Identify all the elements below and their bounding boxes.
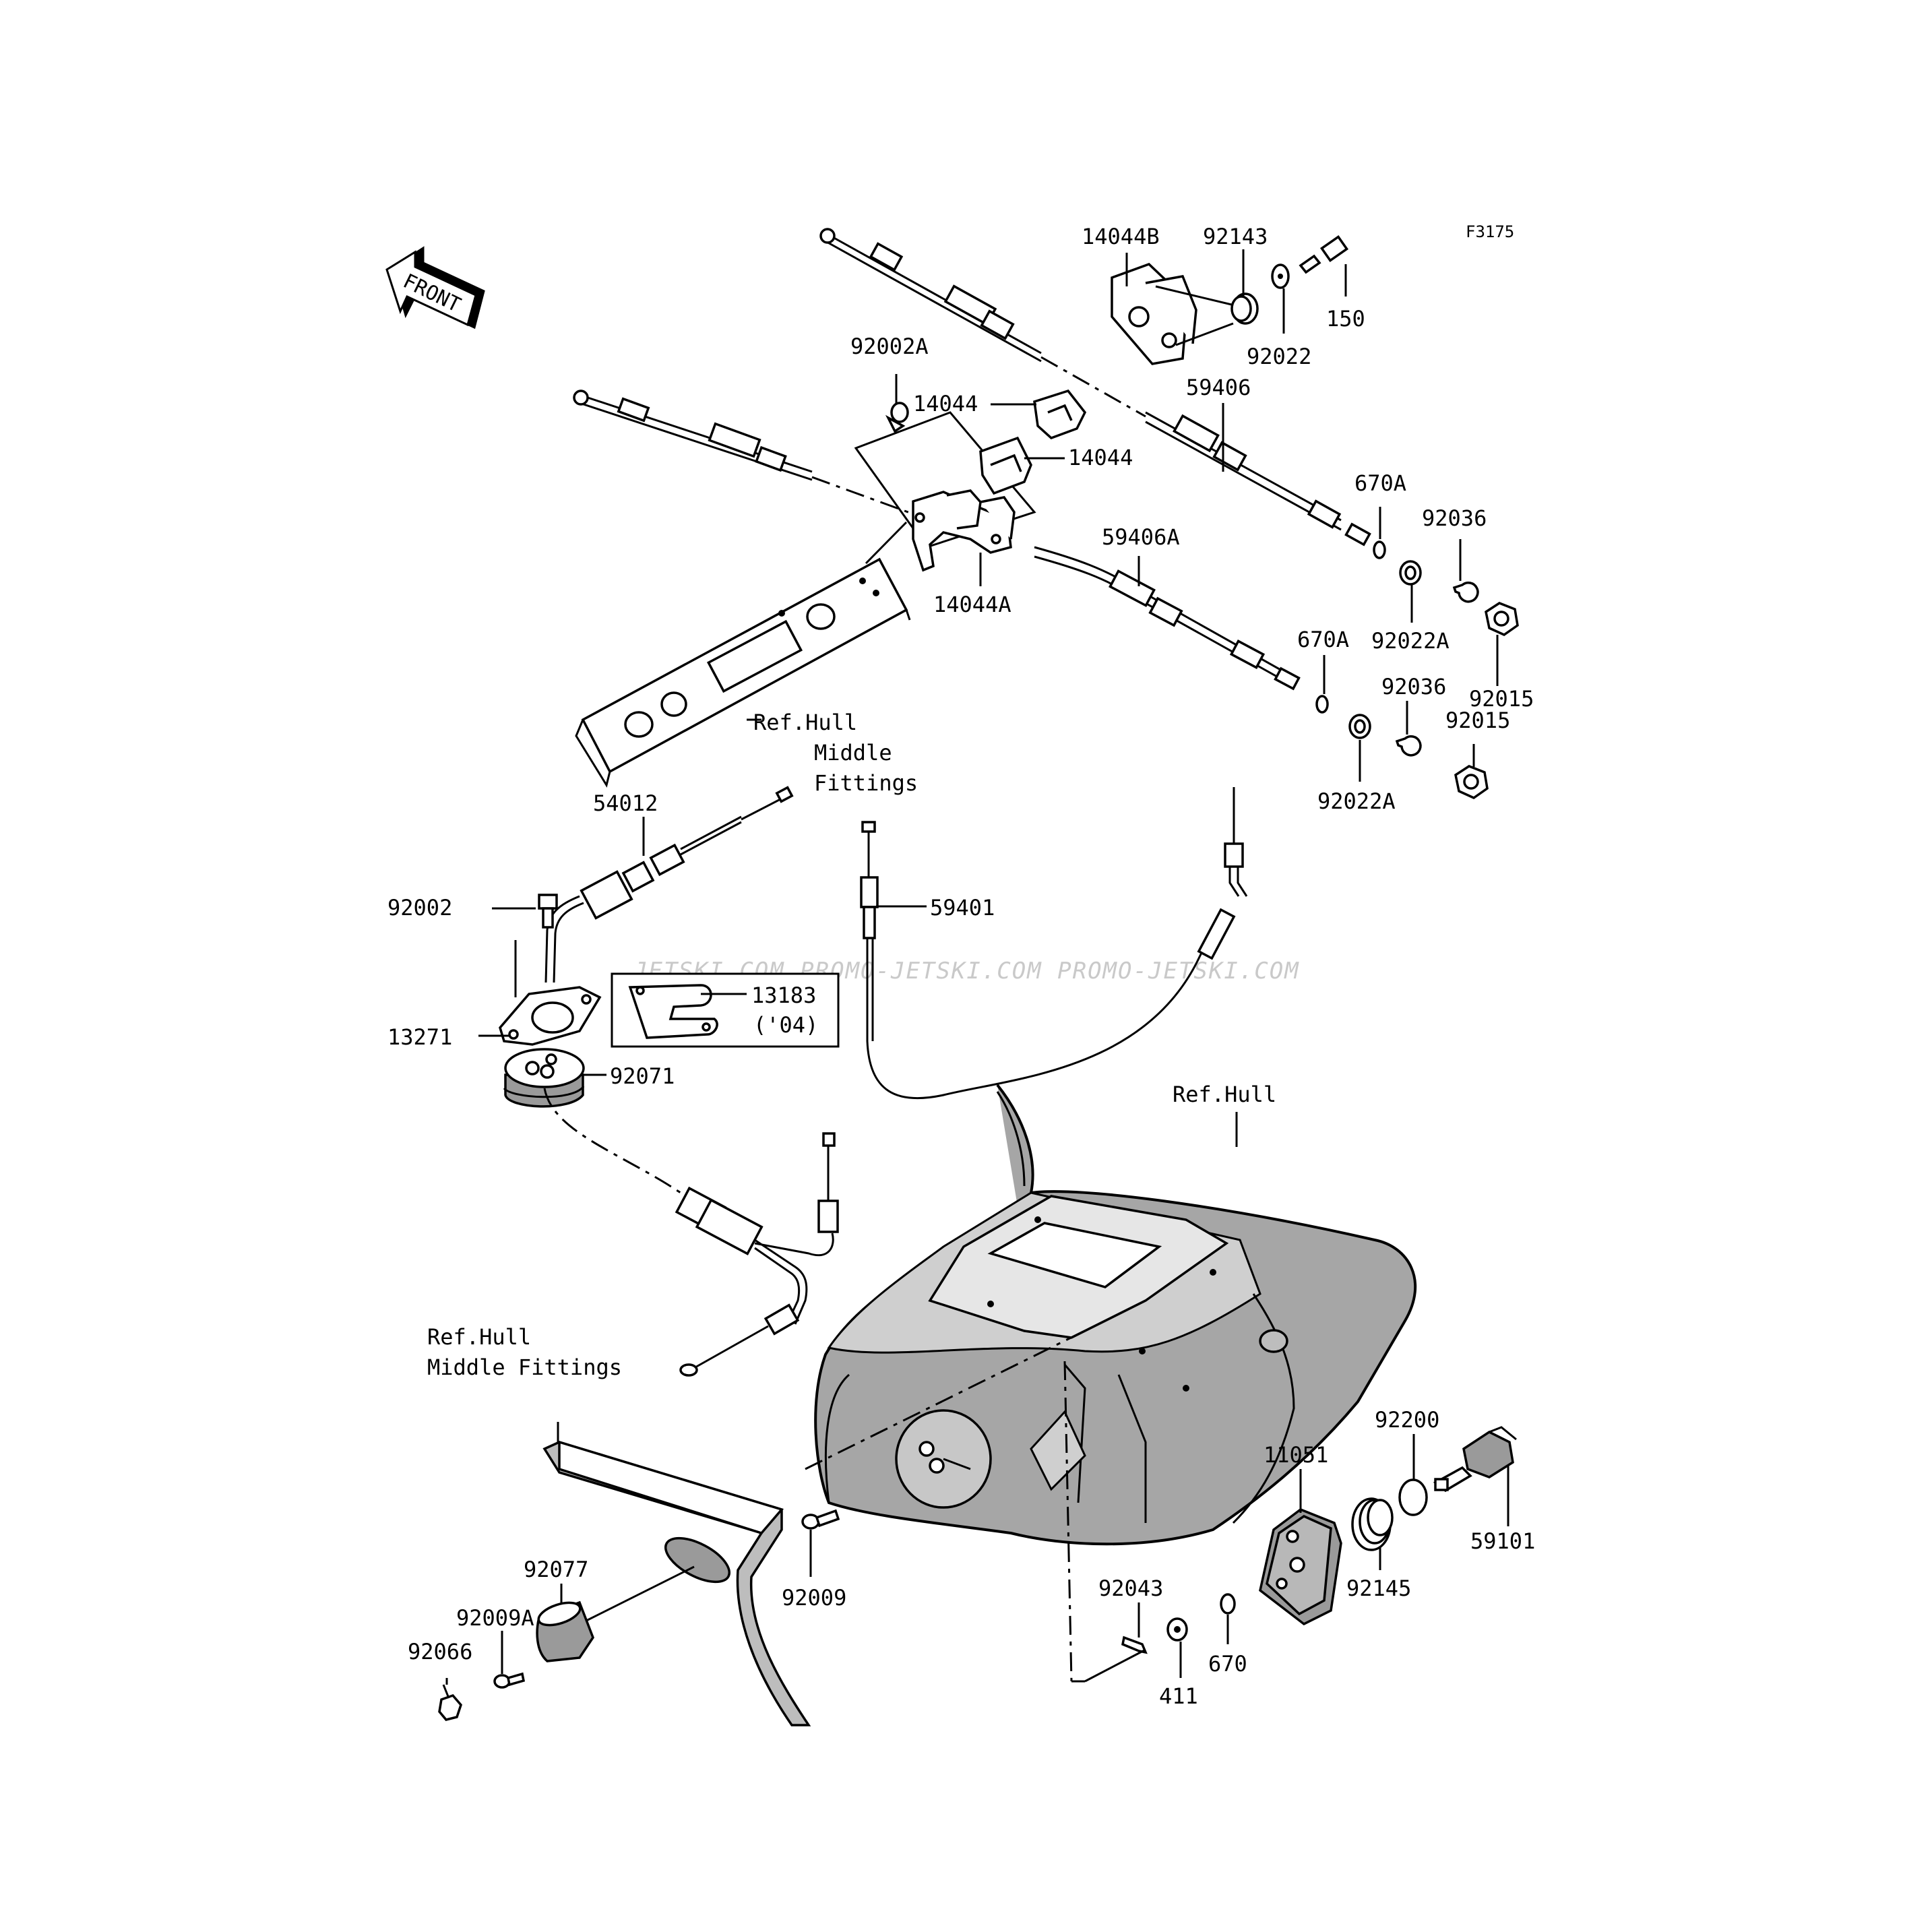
callout-92066: 92066 xyxy=(408,1639,472,1664)
callout-92143: 92143 xyxy=(1203,224,1268,249)
bolt-150 xyxy=(1299,235,1349,274)
washer-92022A-1 xyxy=(1399,560,1422,586)
callout-14044A: 14044A xyxy=(933,592,1011,617)
ref-hull: Ref.Hull xyxy=(1173,1082,1276,1107)
callout-14044B: 14044B xyxy=(1082,224,1160,249)
callout-92015-1: 92015 xyxy=(1469,686,1534,712)
hull-middle-fittings-panel-top xyxy=(575,521,911,788)
plate-13183-box xyxy=(611,972,840,1048)
callout-92077: 92077 xyxy=(524,1557,588,1582)
cover-11051 xyxy=(1259,1508,1342,1626)
cable-lower-choke xyxy=(675,1132,839,1377)
callout-92015-2: 92015 xyxy=(1445,708,1510,733)
plate-13271 xyxy=(499,986,602,1046)
callout-59406A: 59406A xyxy=(1102,524,1180,550)
callout-13183-year: ('04) xyxy=(753,1012,818,1038)
callout-92043: 92043 xyxy=(1098,1576,1163,1601)
o-ring-670A-1 xyxy=(1373,540,1386,559)
bracket-14044B xyxy=(1111,262,1241,365)
callout-13271: 13271 xyxy=(387,1024,452,1050)
collar-92143 xyxy=(1230,292,1259,325)
callout-59406: 59406 xyxy=(1186,375,1251,400)
cable-59401 xyxy=(860,787,1248,1100)
callout-54012: 54012 xyxy=(593,790,658,816)
screw-92009 xyxy=(801,1509,840,1530)
ref-hull-middle-fittings-top-line2: Middle xyxy=(814,740,892,766)
cable-59406A xyxy=(573,389,1301,691)
nut-92066 xyxy=(438,1684,462,1721)
nut-92015-2 xyxy=(1454,765,1489,800)
bolt-92002 xyxy=(538,894,558,929)
callout-411: 411 xyxy=(1159,1683,1198,1709)
clip-92036-2 xyxy=(1395,735,1422,757)
callout-92002A: 92002A xyxy=(850,334,929,359)
clip-92036-1 xyxy=(1452,582,1479,603)
cable-54012 xyxy=(544,786,794,983)
dash-92071-to-cable xyxy=(543,1088,681,1194)
callout-670: 670 xyxy=(1208,1651,1247,1677)
callout-92145: 92145 xyxy=(1346,1576,1411,1601)
clamp-14044-mid xyxy=(979,436,1032,495)
callout-92002: 92002 xyxy=(387,895,452,921)
callout-92036-1: 92036 xyxy=(1422,505,1487,531)
callout-92022A-2: 92022A xyxy=(1317,788,1396,814)
ref-hull-middle-fittings-bottom-line2: Middle Fittings xyxy=(427,1354,622,1380)
callout-92071: 92071 xyxy=(610,1063,675,1089)
o-ring-670 xyxy=(1220,1593,1236,1615)
nut-92015-1 xyxy=(1485,602,1519,637)
leader-lines xyxy=(445,249,1509,1685)
callout-92022A-1: 92022A xyxy=(1371,628,1450,654)
spring-92145 xyxy=(1351,1497,1394,1551)
o-ring-670A-2 xyxy=(1315,695,1329,714)
washer-92022 xyxy=(1271,263,1290,289)
callout-92200: 92200 xyxy=(1375,1407,1439,1433)
callout-150: 150 xyxy=(1326,306,1365,332)
bracket-14044A xyxy=(854,411,1036,572)
callout-14044-top: 14044 xyxy=(913,391,978,416)
screw-92009A xyxy=(493,1672,526,1689)
callout-59401: 59401 xyxy=(930,895,995,921)
ref-hull-middle-fittings-top-line1: Ref.Hull xyxy=(753,710,857,735)
callout-92022: 92022 xyxy=(1247,344,1311,369)
ref-hull-middle-fittings-bottom-line1: Ref.Hull xyxy=(427,1324,531,1350)
callout-92009A: 92009A xyxy=(456,1605,534,1631)
grommet-92071 xyxy=(503,1048,585,1108)
washer-411 xyxy=(1166,1617,1188,1642)
washer-92200 xyxy=(1398,1478,1428,1516)
callout-11051: 11051 xyxy=(1264,1442,1328,1468)
callout-14044-mid: 14044 xyxy=(1068,445,1133,470)
callout-92009: 92009 xyxy=(782,1585,846,1611)
hull-middle-fittings-lower xyxy=(542,1422,811,1726)
ref-hull-middle-fittings-top-line3: Fittings xyxy=(814,770,918,796)
dash-hull-92043 xyxy=(1063,1361,1073,1682)
callout-13183: 13183 xyxy=(751,983,816,1008)
lever-59101 xyxy=(1433,1426,1517,1493)
hull-body xyxy=(814,1084,1417,1546)
bolt-92002A xyxy=(885,402,909,433)
cable-59406 xyxy=(819,228,1371,547)
knob-92077 xyxy=(536,1565,695,1662)
callout-670A-2: 670A xyxy=(1297,627,1349,652)
callout-59101: 59101 xyxy=(1470,1528,1535,1554)
pin-92043 xyxy=(1121,1635,1148,1654)
washer-92022A-2 xyxy=(1348,714,1371,739)
figure-code: F3175 xyxy=(1466,222,1514,241)
callout-670A-1: 670A xyxy=(1354,470,1406,496)
front-arrow-icon: FRONT xyxy=(385,246,485,330)
clamp-14044-top xyxy=(1033,389,1087,440)
callout-92036-2: 92036 xyxy=(1381,674,1446,699)
